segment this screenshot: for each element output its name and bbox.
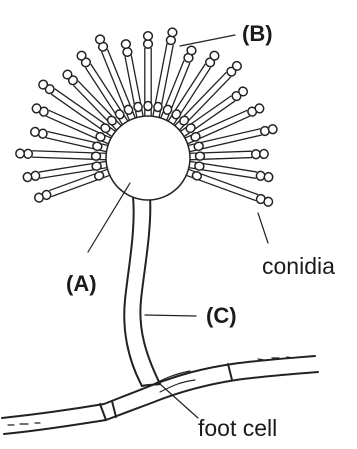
conidium	[144, 32, 153, 40]
conidium	[194, 161, 204, 170]
conidium	[252, 150, 261, 159]
conidium	[121, 39, 131, 49]
label-foot-cell: foot cell	[198, 415, 277, 441]
conidium	[153, 102, 163, 112]
conidium	[24, 149, 33, 158]
conidium	[162, 104, 173, 115]
conidium	[195, 152, 204, 160]
conidium	[92, 141, 103, 151]
conidium	[92, 161, 102, 170]
conidium	[94, 170, 105, 181]
label-c: (C)	[206, 303, 237, 328]
vesicle	[106, 116, 190, 200]
conidium	[133, 102, 143, 112]
conidium	[123, 104, 134, 115]
foot-cell	[142, 384, 160, 386]
hypha-septa	[100, 364, 232, 420]
conidium	[95, 131, 106, 142]
conidium	[193, 141, 204, 151]
label-b: (B)	[242, 21, 273, 46]
conidium	[191, 170, 202, 181]
label-conidia: conidia	[262, 253, 335, 279]
conidium	[264, 172, 274, 182]
conidium	[144, 102, 152, 111]
conidium	[260, 149, 269, 158]
conidium	[167, 27, 177, 37]
conidium	[190, 131, 201, 142]
conidium	[144, 40, 153, 48]
conidium	[23, 172, 33, 182]
label-a: (A)	[66, 271, 97, 296]
conidiophore-stalk	[124, 196, 160, 386]
conidium	[91, 152, 100, 160]
conidium	[16, 149, 25, 158]
